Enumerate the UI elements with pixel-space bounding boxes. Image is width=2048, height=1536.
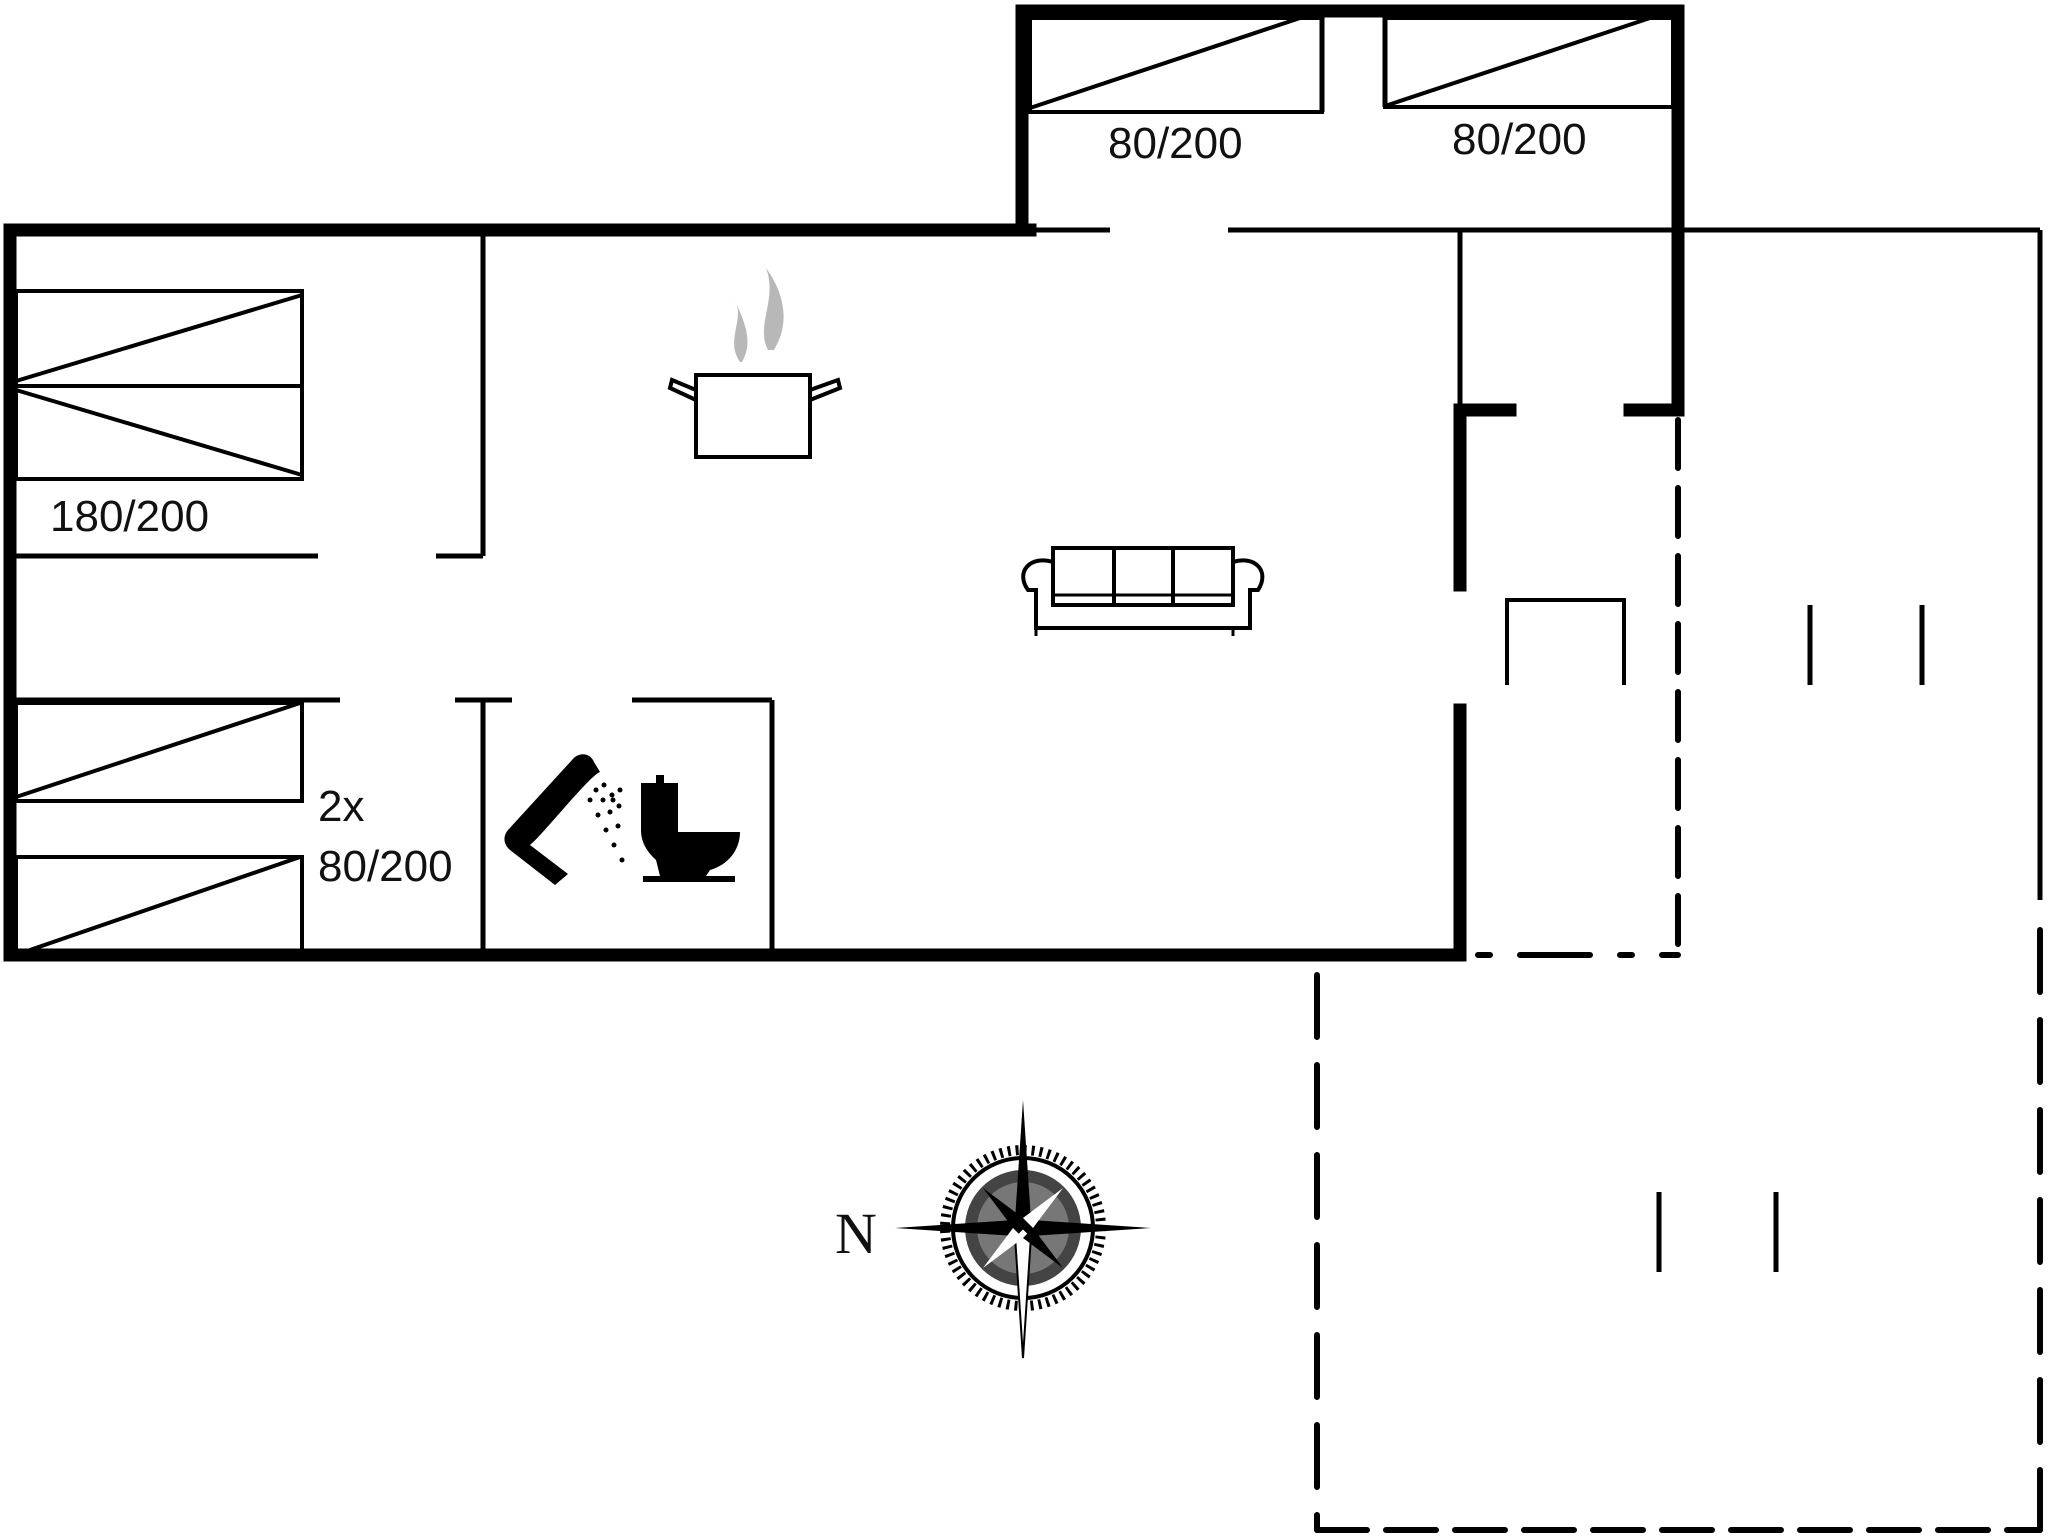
toilet-icon — [641, 775, 740, 882]
terrace-outline — [1314, 417, 2043, 1533]
bed-size-label-top-right: 80/200 — [1452, 115, 1587, 164]
bed-size-label-top-left: 80/200 — [1108, 119, 1243, 168]
sofa-icon — [1021, 546, 1265, 636]
double-bed — [14, 289, 304, 481]
post-markers — [1656, 605, 1925, 1272]
bed-top-left — [1028, 16, 1324, 114]
bed-size-label-double: 180/200 — [50, 492, 210, 541]
interior-walls — [10, 11, 2043, 955]
exterior-walls — [3, 4, 1685, 962]
bed-count-label: 2x — [318, 782, 365, 831]
cooking-pot-icon — [667, 268, 843, 459]
shower-icon — [504, 754, 625, 885]
bed-size-label-bunk: 80/200 — [318, 842, 453, 891]
cabinet-icon — [1505, 598, 1626, 685]
bed-top-right — [1383, 16, 1675, 109]
north-label: N — [835, 1201, 877, 1266]
compass-rose-icon — [895, 1100, 1151, 1359]
bunk-bed-upper — [14, 701, 304, 803]
bunk-bed-lower — [14, 855, 304, 954]
